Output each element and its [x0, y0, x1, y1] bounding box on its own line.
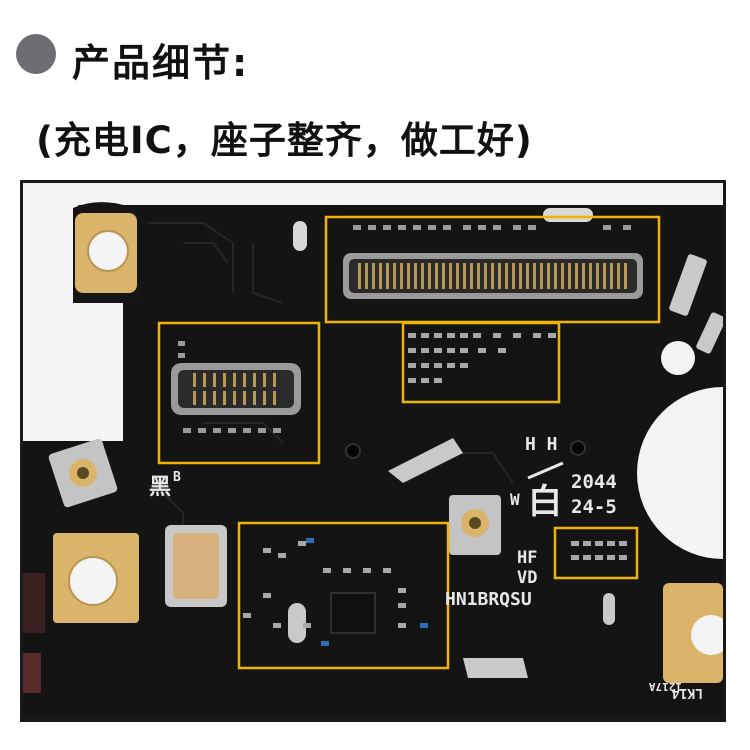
page-subtitle: (充电IC，座子整齐，做工好)	[36, 119, 533, 162]
silkscreen-hf: HF	[517, 548, 537, 568]
silkscreen-part-code: HN1BRQSU	[445, 589, 532, 610]
silkscreen-w-prefix: W	[510, 490, 520, 509]
silkscreen-white-label: 白	[528, 482, 562, 522]
header-bullet-dot	[16, 34, 56, 74]
pcb-illustration: 黑 B H H W 白 2044 24-5 HF VD HN1BRQSU LK1…	[23, 183, 723, 719]
highlight-box-small-connector	[157, 321, 321, 465]
smd-cluster-right	[571, 541, 627, 560]
smd-cluster-middle	[408, 333, 556, 383]
silkscreen-vd: VD	[517, 568, 537, 588]
page-title: 产品细节:	[72, 41, 250, 85]
highlight-box-right-components	[553, 526, 639, 580]
connector-large-top	[343, 253, 643, 299]
mic-component	[165, 525, 227, 607]
connector-large-pins	[358, 263, 627, 289]
silkscreen-black-sup: B	[173, 470, 181, 485]
silkscreen-date-code-1: 2044	[571, 471, 617, 493]
silkscreen-rev-sub: 1217A	[649, 680, 682, 693]
silkscreen-rev-code: LK14	[672, 685, 703, 700]
board-cutout-right	[637, 387, 723, 559]
silkscreen-black-label: 黑	[149, 475, 171, 500]
highlight-box-middle-components	[401, 321, 561, 404]
product-photo: 黑 B H H W 白 2044 24-5 HF VD HN1BRQSU LK1…	[20, 180, 726, 722]
rf-connector-center	[449, 495, 501, 555]
charging-ic-area	[243, 538, 428, 646]
silkscreen-hh-mark: H H	[525, 434, 558, 455]
silkscreen-date-code-2: 24-5	[571, 496, 617, 518]
smd-row-top	[353, 225, 631, 230]
smd-row-left-connector	[178, 341, 281, 433]
rf-connector-left	[48, 438, 118, 508]
connector-small-left	[171, 363, 301, 415]
highlight-box-charging-ic	[237, 521, 450, 670]
shield-clips	[288, 254, 723, 678]
